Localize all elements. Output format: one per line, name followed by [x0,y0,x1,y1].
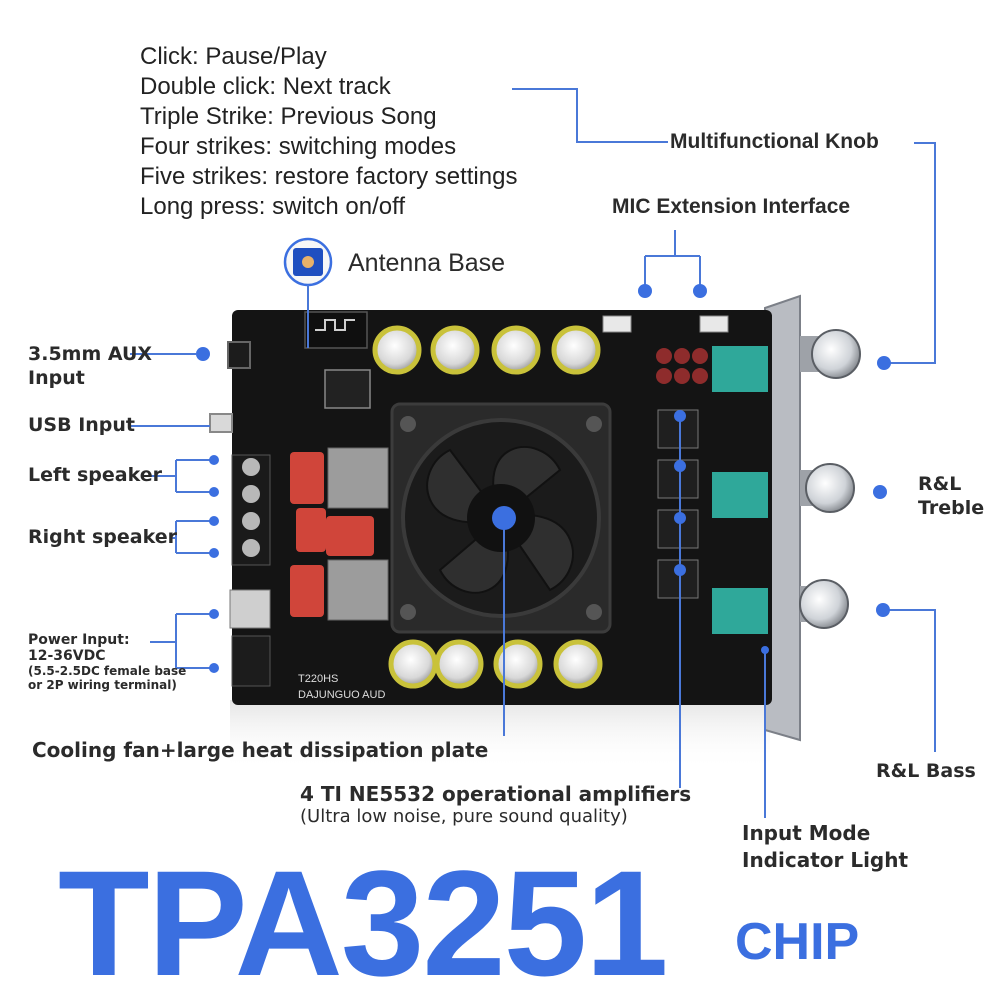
knob-instruction-long: Long press: switch on/off [140,193,406,220]
label-power-line3: (5.5-2.5DC female base [28,664,187,678]
board-model-text: T220HS [298,673,338,685]
knob-instruction-four: Four strikes: switching modes [140,133,457,160]
label-power-line4: or 2P wiring terminal) [28,678,177,692]
usb-port [209,413,233,433]
title-chip-model: TPA3251 [58,839,669,1000]
knob-instruction-triple: Triple Strike: Previous Song [140,103,437,130]
label-treble-line2: Treble [918,497,985,519]
label-treble: R&L Treble [918,472,984,520]
knob-instruction-list: Click: Pause/Play Double click: Next tra… [140,42,517,222]
power-terminal [231,635,271,687]
label-aux-input: 3.5mm AUX Input [28,342,152,390]
label-opamps-line2: (Ultra low noise, pure sound quality) [300,806,628,827]
inductors [327,447,389,621]
board-brand-text: DAJUNGUO AUD [298,689,385,701]
label-mic-extension: MIC Extension Interface [612,195,851,218]
label-power-line2: 12-36VDC [28,648,106,664]
speaker-terminals [231,454,271,566]
knobs [799,329,861,629]
label-cooling-fan: Cooling fan+large heat dissipation plate [32,738,489,762]
pointer-dots [196,284,891,673]
label-power-input: Power Input: 12-36VDC (5.5-2.5DC female … [28,632,186,692]
bottom-capacitors [388,639,603,689]
label-right-speaker: Right speaker [28,526,177,548]
label-indicator: Input Mode Indicator Light [742,820,908,874]
knob-instruction-click: Click: Pause/Play [140,43,327,70]
label-multifunctional-knob: Multifunctional Knob [670,130,879,153]
mic-connector-2 [699,315,729,333]
potentiometers [712,346,768,634]
label-indicator-line2: Indicator Light [742,848,909,872]
knob-instruction-double: Double click: Next track [140,73,391,100]
opamp-chips [657,409,699,599]
title-chip-suffix: CHIP [735,913,860,971]
label-opamps: 4 TI NE5532 operational amplifiers (Ultr… [300,782,691,827]
label-aux-line1: 3.5mm AUX [28,343,153,365]
small-caps [656,348,708,384]
aux-jack [227,341,251,369]
label-power-line1: Power Input: [28,632,130,648]
label-treble-line1: R&L [918,473,962,495]
mic-connector-1 [602,315,632,333]
antenna-base-icon [283,237,333,287]
label-antenna-base: Antenna Base [348,249,506,277]
top-capacitors [372,325,601,375]
label-left-speaker: Left speaker [28,464,162,486]
label-opamps-line1: 4 TI NE5532 operational amplifiers [300,782,692,806]
knob-instruction-five: Five strikes: restore factory settings [140,163,518,190]
pointer-lines [130,88,936,818]
label-aux-line2: Input [28,367,85,389]
dc-jack [229,589,271,629]
label-indicator-line1: Input Mode [742,821,871,845]
label-bass: R&L Bass [876,760,976,782]
film-capacitors [290,452,374,617]
dsp-chip [324,369,371,409]
label-usb-input: USB Input [28,414,136,436]
